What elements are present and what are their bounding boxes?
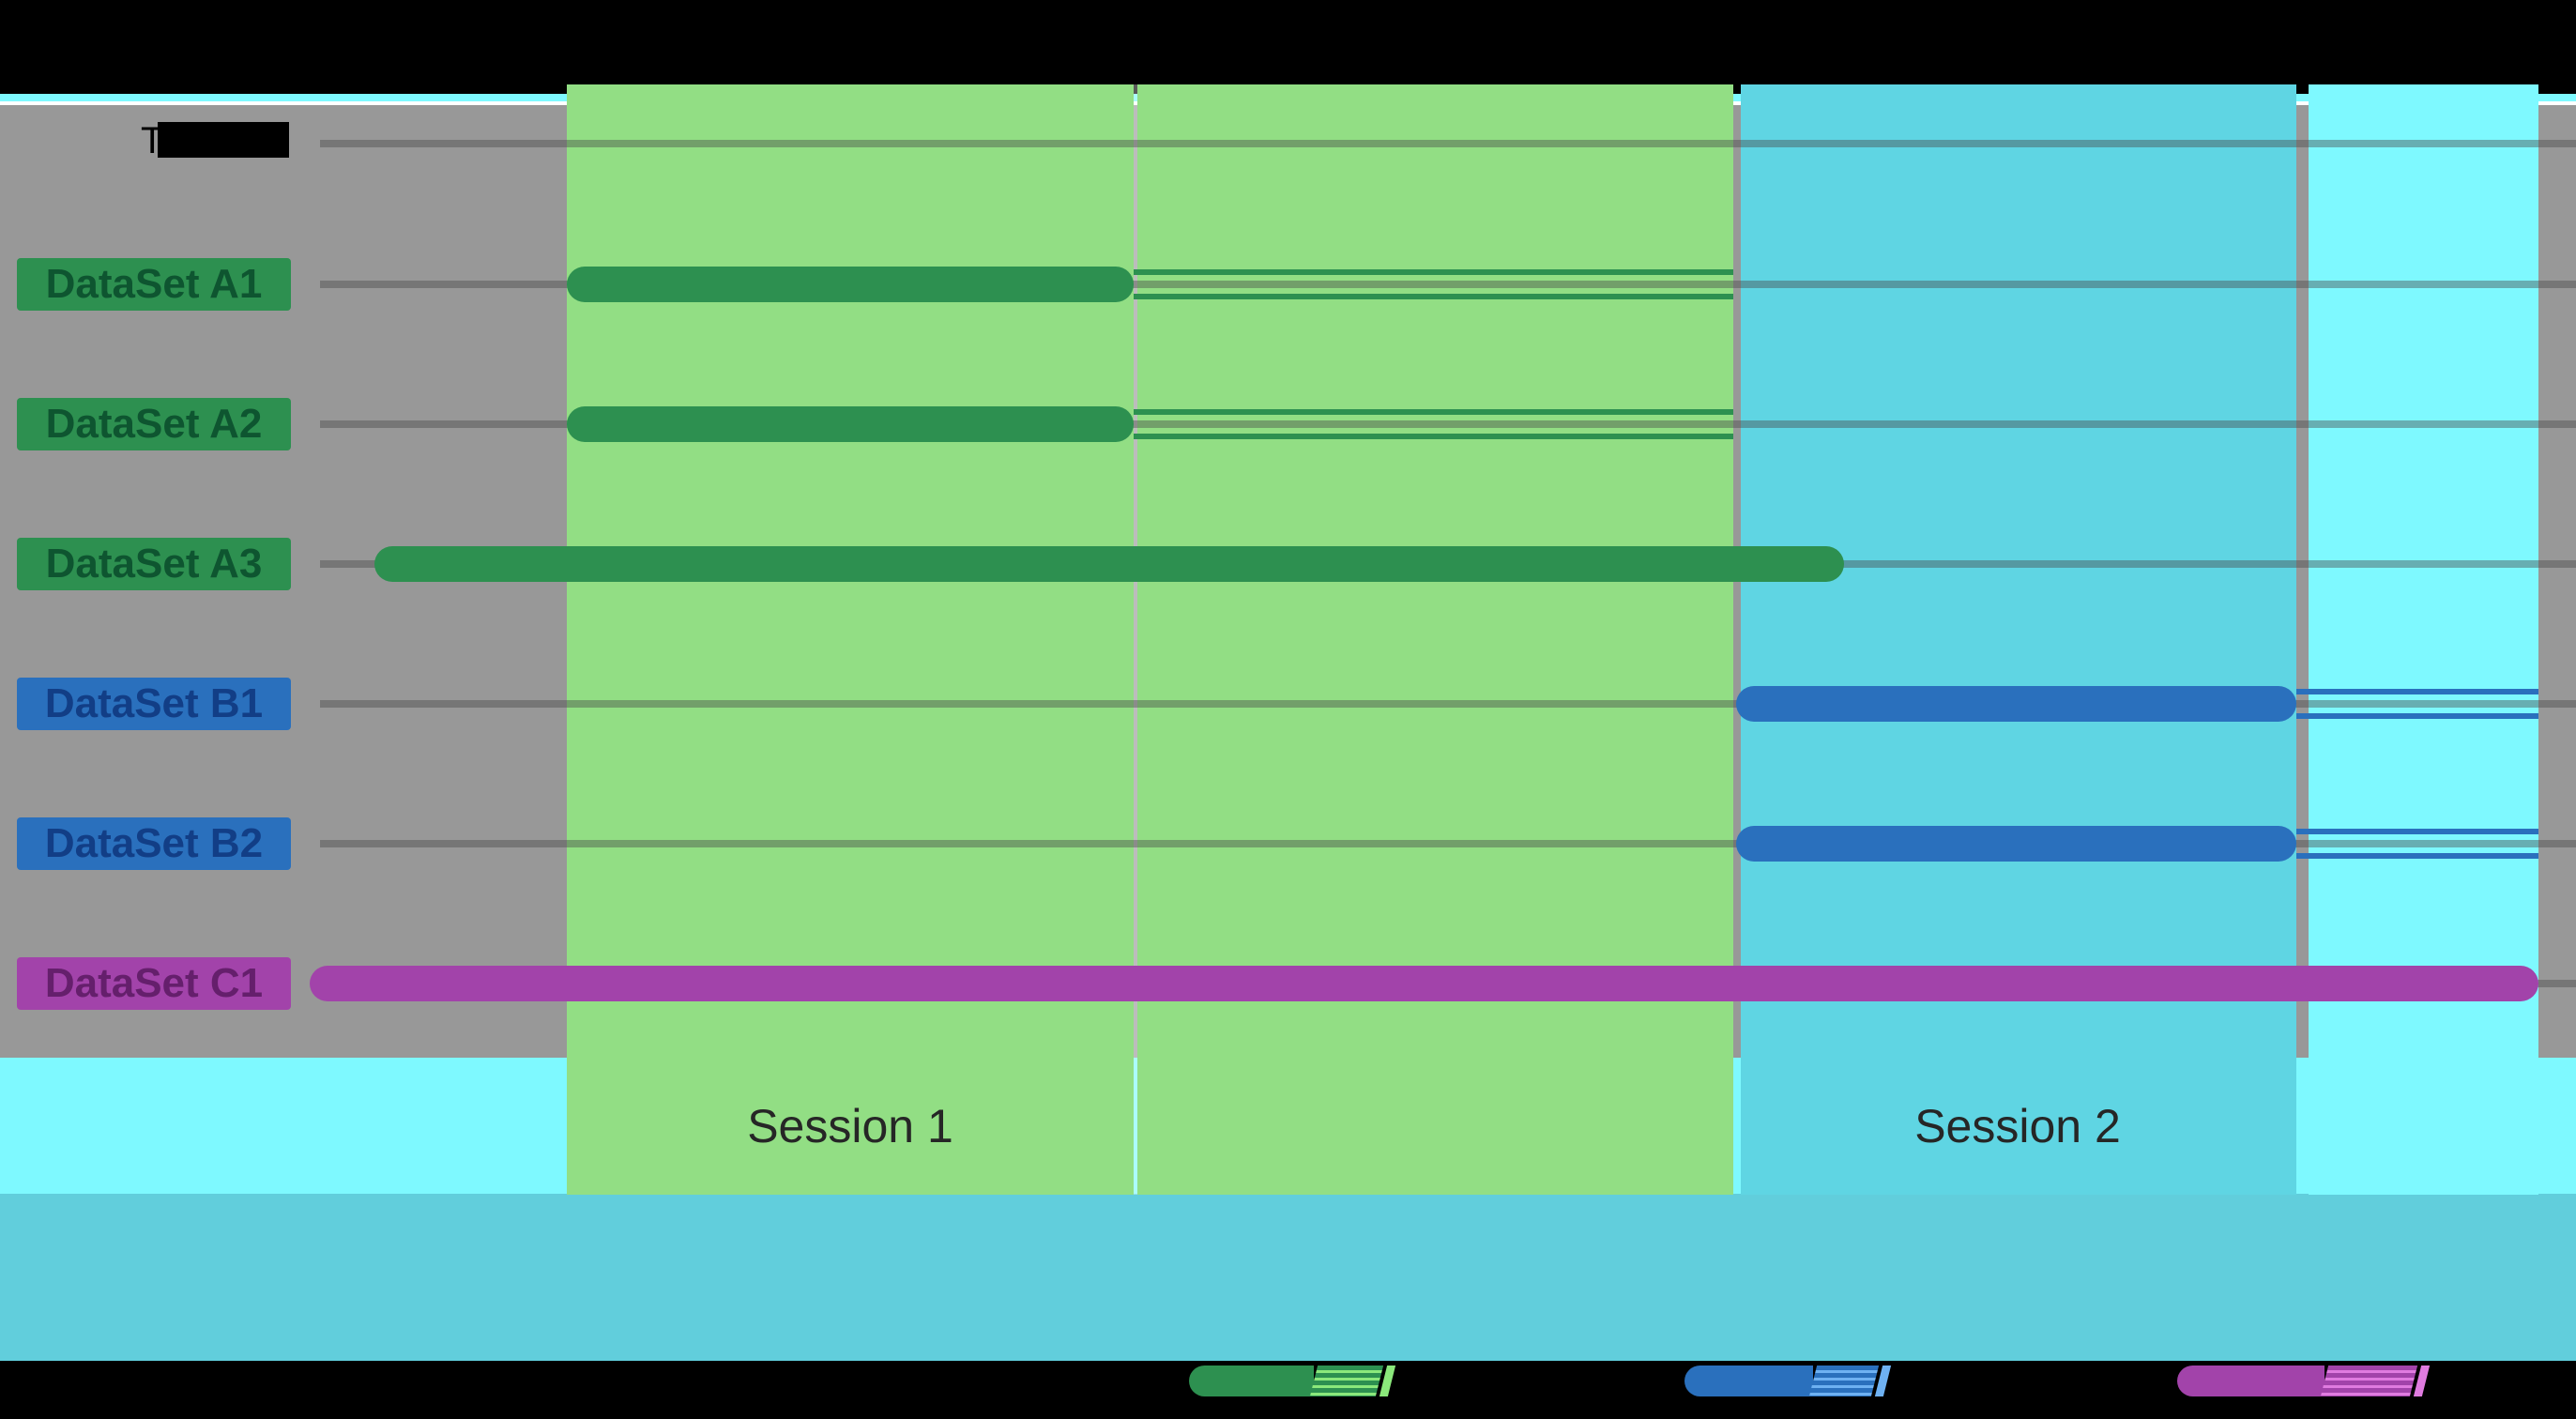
band-label-session-2: Session 2 [1914,1100,2121,1152]
footer-band [0,1194,2576,1361]
legend-swatch-tail[interactable] [1808,1366,1880,1396]
gridline [320,420,2576,428]
bar-tail-line [1134,434,1733,439]
session-band-unlabeled-3 [2309,84,2538,1195]
gantt-bar [1736,826,2296,862]
top-redaction-bar [0,0,2576,94]
legend-swatch-tail[interactable] [1309,1366,1384,1396]
bar-tail-line [2296,713,2538,719]
row-label-dataset-b2: DataSet B2 [17,817,291,870]
row-label-dataset-b1: DataSet B1 [17,678,291,730]
row-label-dataset-a3: DataSet A3 [17,538,291,590]
row-label-dataset-a1: DataSet A1 [17,258,291,311]
gridline [320,140,2576,147]
gantt-bar [567,406,1134,442]
bar-tail-line [2296,829,2538,834]
gridline [320,281,2576,288]
bar-tail-line [2296,853,2538,859]
bar-tail-line [2296,689,2538,694]
band-seam [1134,84,1137,1195]
gridline [320,700,2576,708]
gridline [320,840,2576,847]
bar-tail-line [1134,294,1733,299]
gantt-bar [310,966,2538,1001]
gantt-bar [1736,686,2296,722]
session-band-session-2 [1741,84,2296,1195]
bar-tail-line [1134,269,1733,275]
legend-swatch-tail[interactable] [2320,1366,2418,1396]
legend-swatch-series-b-blue[interactable] [1684,1366,1813,1396]
bar-tail-line [1134,409,1733,415]
session-band-session-1 [567,84,1134,1195]
legend-swatch-series-c-purple[interactable] [2177,1366,2324,1396]
row-label-dataset-c1: DataSet C1 [17,957,291,1010]
gantt-bar [567,267,1134,302]
gantt-bar [374,546,1844,582]
band-label-session-1: Session 1 [747,1100,953,1152]
session-band-unlabeled-1 [1137,84,1733,1195]
axis-label-redaction-box [158,122,289,158]
legend-swatch-series-a-green[interactable] [1189,1366,1314,1396]
row-label-dataset-a2: DataSet A2 [17,398,291,450]
